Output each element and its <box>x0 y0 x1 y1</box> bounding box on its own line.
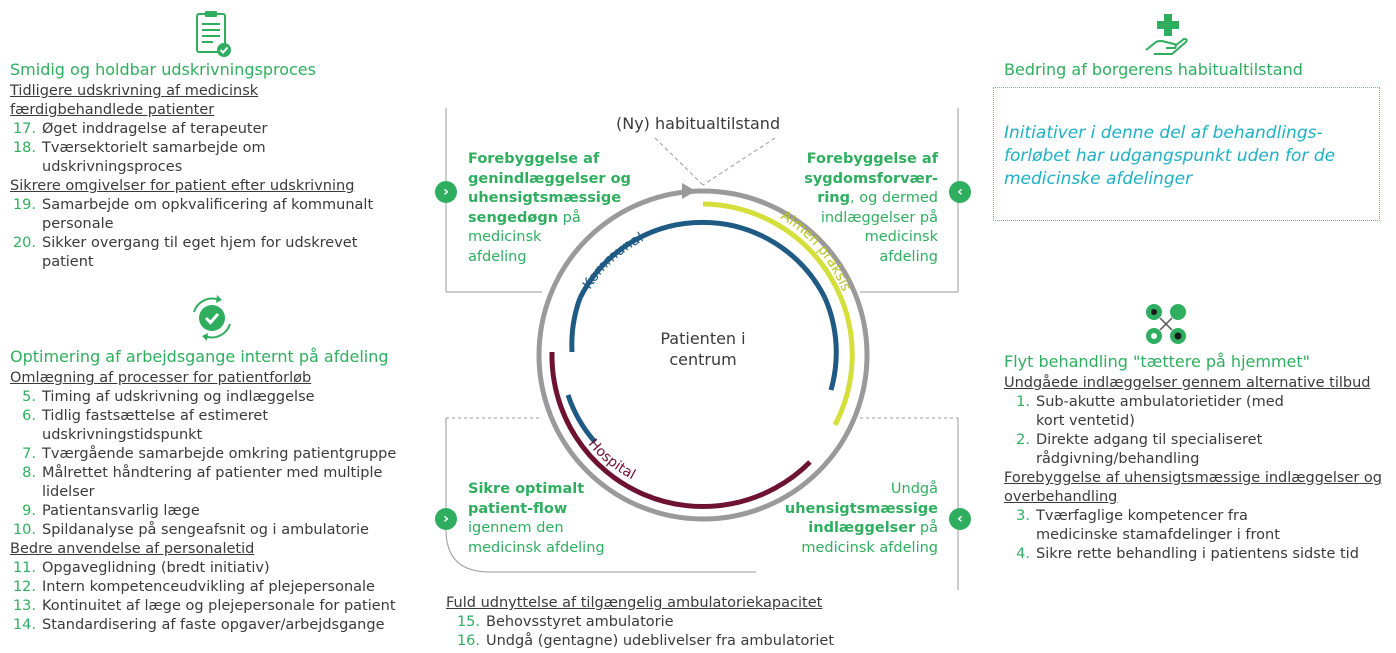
list-item: 20.Sikker overgang til eget hjem for uds… <box>12 235 358 270</box>
subheading: Tidligere udskrivning af medicinsk <box>10 83 259 99</box>
network-nodes-icon <box>1146 304 1186 344</box>
list-item: 19.Samarbejde om opkvalificering af komm… <box>12 197 374 232</box>
pointer-line <box>654 137 704 186</box>
list-item: 11.Opgaveglidning (bredt initiativ) <box>12 560 270 576</box>
ambulatorie-list: Fuld udnyttelse af tilgængelig ambulator… <box>446 594 886 651</box>
info-box-text: Initiativer i denne del af behandlings-f… <box>1004 123 1336 189</box>
list-item: 18.Tværsektorielt samarbejde om udskrivn… <box>12 140 266 175</box>
list-item: 5.Timing af udskrivning og indlæggelse <box>22 389 315 405</box>
subheading: Undgåede indlæggelser gennem alternative… <box>1004 375 1371 391</box>
refresh-check-icon <box>193 295 231 341</box>
patient-cycle-diagram: Kommunal Almen praksis Hospital <box>445 108 959 590</box>
list-item: 7.Tværgående samarbejde omkring patientg… <box>22 446 397 462</box>
list-item: 13.Kontinuitet af læge og plejepersonale… <box>12 598 396 614</box>
subheading: Fuld udnyttelse af tilgængelig ambulator… <box>446 595 823 611</box>
chevron-left-icon: ‹ <box>949 181 971 203</box>
list-item: 1.Sub-akutte ambulatorietider (med kort … <box>1016 394 1284 429</box>
list-item: 8.Målrettet håndtering af patienter med … <box>22 465 383 500</box>
item-list: 5.Timing af udskrivning og indlæggelse 6… <box>10 388 420 540</box>
ring-arrow <box>682 183 696 199</box>
left-bottom-list: Omlægning af processer for patientforløb… <box>10 369 430 635</box>
quadrant-bottom-left: Sikre optimalt patient-flow igennem den … <box>468 481 605 556</box>
item-list: 3.Tværfaglige kompetencer fra medicinske… <box>1004 507 1394 564</box>
chevron-left-icon: ‹ <box>949 508 971 530</box>
list-item: 3.Tværfaglige kompetencer fra medicinske… <box>1016 508 1280 543</box>
chevron-right-icon: › <box>435 181 457 203</box>
list-item: 2.Direkte adgang til specialiseret rådgi… <box>1016 432 1263 467</box>
subheading: færdigbehandlede patienter <box>10 102 215 118</box>
list-item: 15.Behovsstyret ambulatorie <box>456 614 674 630</box>
item-list: 19.Samarbejde om opkvalificering af komm… <box>10 196 420 272</box>
subheading: Sikrere omgivelser for patient efter uds… <box>10 178 355 194</box>
section-title-arbejdsgange: Optimering af arbejdsgange internt på af… <box>10 347 389 366</box>
subheading: overbehandling <box>1004 489 1118 505</box>
kommunal-arc <box>565 394 597 444</box>
habitualtilstand-label: (Ny) habitualtilstand <box>616 114 781 133</box>
outer-ring <box>536 188 870 522</box>
clipboard-check-icon <box>196 11 231 57</box>
list-item: 14.Standardisering af faste opgaver/arbe… <box>12 617 385 633</box>
quadrant-bottom-right: Undgå uhensigtsmæssige indlæggelser på m… <box>784 481 938 556</box>
almen-praksis-arc <box>702 201 855 427</box>
item-list: 15.Behovsstyret ambulatorie 16.Undgå (ge… <box>446 613 886 651</box>
section-title-habitualtilstand: Bedring af borgerens habitualtilstand <box>1004 60 1303 79</box>
pointer-line <box>702 137 776 186</box>
right-bottom-list: Undgåede indlæggelser gennem alternative… <box>1004 374 1394 564</box>
item-list: 17.Øget inddragelse af terapeuter 18.Tvæ… <box>10 120 420 177</box>
chevron-right-icon: › <box>435 508 457 530</box>
quadrant-top-left: Forebyggelse af genindlæggelser og uhens… <box>468 151 631 265</box>
list-item: 9.Patientansvarlig læge <box>22 503 200 519</box>
subheading: Bedre anvendelse af personaletid <box>10 541 255 557</box>
quadrant-top-right: Forebyggelse af sygdomsforvær- ring, og … <box>804 151 938 265</box>
info-box: Initiativer i denne del af behandlings-f… <box>993 87 1380 221</box>
list-item: 12.Intern kompetenceudvikling af plejepe… <box>12 579 375 595</box>
item-list: 1.Sub-akutte ambulatorietider (med kort … <box>1004 393 1304 469</box>
list-item: 10.Spildanalyse på sengeafsnit og i ambu… <box>12 522 369 538</box>
left-top-list: Tidligere udskrivning af medicinsk færdi… <box>10 82 420 272</box>
bracket-line <box>445 529 756 573</box>
subheading: Omlægning af processer for patientforløb <box>10 370 312 386</box>
hospital-arc <box>549 351 812 509</box>
hand-plus-icon <box>1145 14 1188 55</box>
list-item: 4.Sikre rette behandling i patientens si… <box>1016 546 1359 562</box>
item-list: 11.Opgaveglidning (bredt initiativ) 12.I… <box>10 559 430 635</box>
section-title-hjemmet: Flyt behandling "tættere på hjemmet" <box>1004 352 1311 371</box>
list-item: 17.Øget inddragelse af terapeuter <box>12 121 268 137</box>
section-title-udskrivning: Smidig og holdbar udskrivningsproces <box>10 60 316 79</box>
circle-center-text: Patienten i centrum <box>660 329 746 369</box>
list-item: 6.Tidlig fastsættelse af estimeret udskr… <box>22 408 269 443</box>
subheading: Forebyggelse af uhensigtsmæssige indlægg… <box>1004 470 1383 486</box>
list-item: 16.Undgå (gentagne) udeblivelser fra amb… <box>456 633 835 649</box>
